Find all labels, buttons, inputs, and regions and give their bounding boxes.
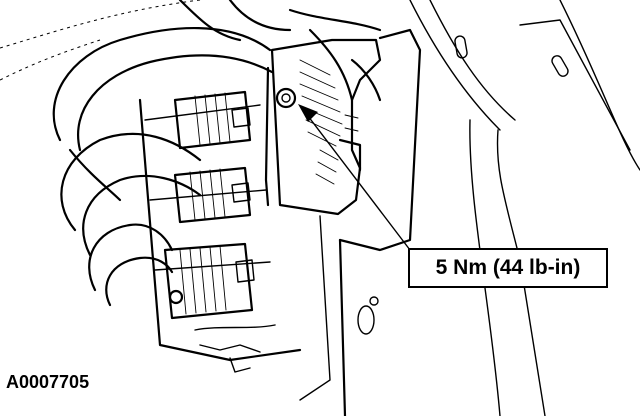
torque-callout: 5 Nm (44 lb-in) — [408, 248, 608, 288]
torque-label: 5 Nm (44 lb-in) — [435, 256, 581, 279]
lower-clips — [194, 324, 276, 373]
connector-bottom — [163, 242, 255, 320]
mounting-bolt — [275, 87, 297, 109]
figure-id: A0007705 — [6, 372, 90, 392]
torque-leader-arrow — [298, 104, 411, 251]
connector-middle — [173, 166, 252, 224]
module-bracket — [138, 28, 422, 416]
connector-top — [173, 90, 252, 150]
harness-hatching — [299, 59, 359, 185]
wiring-harness — [52, 0, 382, 307]
panel-slots — [357, 35, 569, 335]
